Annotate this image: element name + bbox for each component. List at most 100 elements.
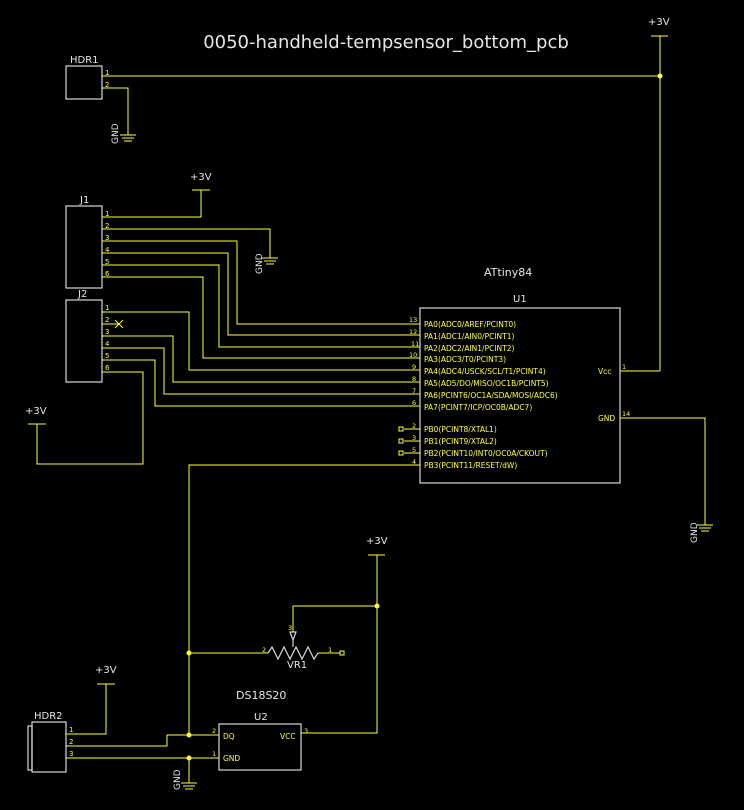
- u2-part: DS18S20: [236, 689, 286, 702]
- svg-text:GND: GND: [111, 123, 121, 144]
- svg-text:12: 12: [409, 328, 417, 336]
- svg-text:PA0(ADC0/AREF/PCINT0): PA0(ADC0/AREF/PCINT0): [424, 320, 516, 329]
- svg-text:1: 1: [105, 304, 109, 312]
- u1-attiny84[interactable]: ATtiny84 U1 PA0(ADC0/AREF/PCINT0) PA1(AD…: [409, 266, 630, 484]
- gnd-symbol-j1: GND: [255, 253, 278, 274]
- u1-unconnected-pins: [398, 426, 420, 456]
- svg-text:PB0(PCINT8/XTAL1): PB0(PCINT8/XTAL1): [424, 425, 497, 434]
- hdr2-ref: HDR2: [34, 711, 63, 722]
- gnd-symbol-bottom: GND: [173, 769, 197, 790]
- vcc-symbol-top-right: +3V: [648, 17, 670, 371]
- svg-text:2: 2: [105, 222, 109, 230]
- schematic-title: 0050-handheld-tempsensor_bottom_pcb: [203, 32, 569, 53]
- junction-vcc-top: [657, 73, 663, 79]
- net-pa6: [102, 347, 420, 395]
- svg-text:4: 4: [412, 458, 416, 466]
- svg-text:1: 1: [69, 726, 73, 734]
- svg-text:11: 11: [411, 340, 419, 348]
- svg-text:2: 2: [212, 727, 216, 735]
- svg-text:14: 14: [622, 410, 630, 418]
- svg-text:PA2(ADC2/AIN1/PCINT2): PA2(ADC2/AIN1/PCINT2): [424, 344, 514, 353]
- svg-text:3: 3: [412, 434, 416, 442]
- gnd-symbol-hdr1: GND: [111, 120, 136, 144]
- vcc-symbol-middle: +3V: [301, 536, 388, 734]
- svg-text:5: 5: [105, 352, 109, 360]
- svg-text:GND: GND: [255, 253, 265, 274]
- vcc-symbol-left: +3V: [25, 406, 47, 425]
- svg-text:8: 8: [412, 375, 416, 383]
- svg-text:PB1(PCINT9/XTAL2): PB1(PCINT9/XTAL2): [424, 437, 497, 446]
- svg-text:3: 3: [105, 234, 109, 242]
- gnd-symbol-u1: GND: [690, 522, 713, 543]
- hdr1-connector[interactable]: HDR1 1 2: [65, 55, 109, 100]
- u1-part: ATtiny84: [484, 266, 532, 279]
- svg-text:PA1(ADC1/AIN0/PCINT1): PA1(ADC1/AIN0/PCINT1): [424, 332, 514, 341]
- j1-ref: J1: [79, 195, 89, 206]
- hdr1-ref: HDR1: [70, 55, 99, 66]
- svg-text:+3V: +3V: [366, 536, 388, 547]
- svg-text:4: 4: [105, 246, 110, 254]
- j1-connector[interactable]: J1 1 2 3 4 5 6: [65, 195, 110, 289]
- svg-text:PB2(PCINT10/INT0/OC0A/CKOUT): PB2(PCINT10/INT0/OC0A/CKOUT): [424, 449, 548, 458]
- svg-text:PB3(PCINT11/RESET/dW): PB3(PCINT11/RESET/dW): [424, 461, 517, 470]
- svg-text:+3V: +3V: [190, 172, 212, 183]
- net-hdr2-dq: [66, 734, 189, 747]
- svg-text:PA6(PCINT6/OC1A/SDA/MOSI/ADC6): PA6(PCINT6/OC1A/SDA/MOSI/ADC6): [424, 391, 558, 400]
- svg-text:13: 13: [409, 316, 417, 324]
- svg-text:10: 10: [409, 351, 417, 359]
- svg-text:2: 2: [105, 316, 109, 324]
- svg-text:6: 6: [412, 399, 416, 407]
- u2-ref: U2: [254, 712, 268, 723]
- net-pa7: [102, 359, 420, 407]
- svg-text:3: 3: [304, 727, 308, 735]
- net-pa4: [102, 311, 420, 371]
- vcc-symbol-hdr2: +3V: [66, 665, 117, 735]
- net-pa2: [102, 264, 420, 348]
- svg-text:1: 1: [328, 646, 332, 654]
- svg-text:+3V: +3V: [648, 17, 670, 28]
- net-hdr1-gnd: [102, 87, 129, 128]
- svg-text:PA7(PCINT7/ICP/OC0B/ADC7): PA7(PCINT7/ICP/OC0B/ADC7): [424, 403, 532, 412]
- j2-connector[interactable]: J2 1 2 3 4 5 6: [65, 289, 110, 383]
- svg-text:2: 2: [412, 422, 416, 430]
- svg-text:VCC: VCC: [280, 732, 296, 741]
- svg-text:3: 3: [288, 624, 292, 632]
- svg-text:+3V: +3V: [25, 406, 47, 417]
- svg-text:4: 4: [105, 340, 110, 348]
- vr1-ref: VR1: [287, 660, 307, 671]
- svg-text:Vcc: Vcc: [598, 367, 611, 376]
- hdr1-pin-2: 2: [105, 81, 109, 89]
- svg-text:PA5(AD5/DO/MISO/OC1B/PCINT5): PA5(AD5/DO/MISO/OC1B/PCINT5): [424, 379, 549, 388]
- net-j2-vcc: [36, 371, 144, 465]
- svg-text:GND: GND: [598, 414, 615, 423]
- svg-text:+3V: +3V: [95, 665, 117, 676]
- svg-text:6: 6: [105, 270, 110, 278]
- net-vr1-wiper: [292, 605, 377, 632]
- net-pa3: [102, 276, 420, 359]
- svg-text:7: 7: [412, 387, 416, 395]
- hdr1-pin-1: 1: [105, 69, 109, 77]
- svg-text:PA4(ADC4/USCK/SCL/T1/PCINT4): PA4(ADC4/USCK/SCL/T1/PCINT4): [424, 367, 546, 376]
- net-pb3-dq: [188, 464, 420, 736]
- svg-text:DQ: DQ: [223, 732, 235, 741]
- svg-text:6: 6: [105, 364, 110, 372]
- hdr2-connector[interactable]: HDR2 1 2 3: [27, 711, 73, 773]
- svg-text:2: 2: [262, 646, 266, 654]
- svg-text:PA3(ADC3/T0/PCINT3): PA3(ADC3/T0/PCINT3): [424, 355, 506, 364]
- net-j1-gnd: [102, 228, 271, 258]
- j2-ref: J2: [77, 289, 87, 300]
- svg-text:3: 3: [105, 328, 109, 336]
- u2-ds18s20[interactable]: DS18S20 U2 DQ GND VCC 2 1 3: [212, 689, 308, 771]
- net-pa1: [102, 252, 420, 336]
- svg-text:1: 1: [212, 750, 216, 758]
- svg-text:GND: GND: [173, 769, 183, 790]
- svg-text:1: 1: [105, 210, 109, 218]
- svg-text:2: 2: [69, 738, 73, 746]
- svg-text:5: 5: [105, 258, 109, 266]
- vr1-potentiometer[interactable]: VR1 2 1 3: [189, 624, 345, 671]
- svg-text:9: 9: [412, 363, 416, 371]
- vcc-symbol-j1: +3V: [102, 172, 212, 218]
- svg-text:GND: GND: [690, 522, 700, 543]
- net-pa5: [102, 335, 420, 383]
